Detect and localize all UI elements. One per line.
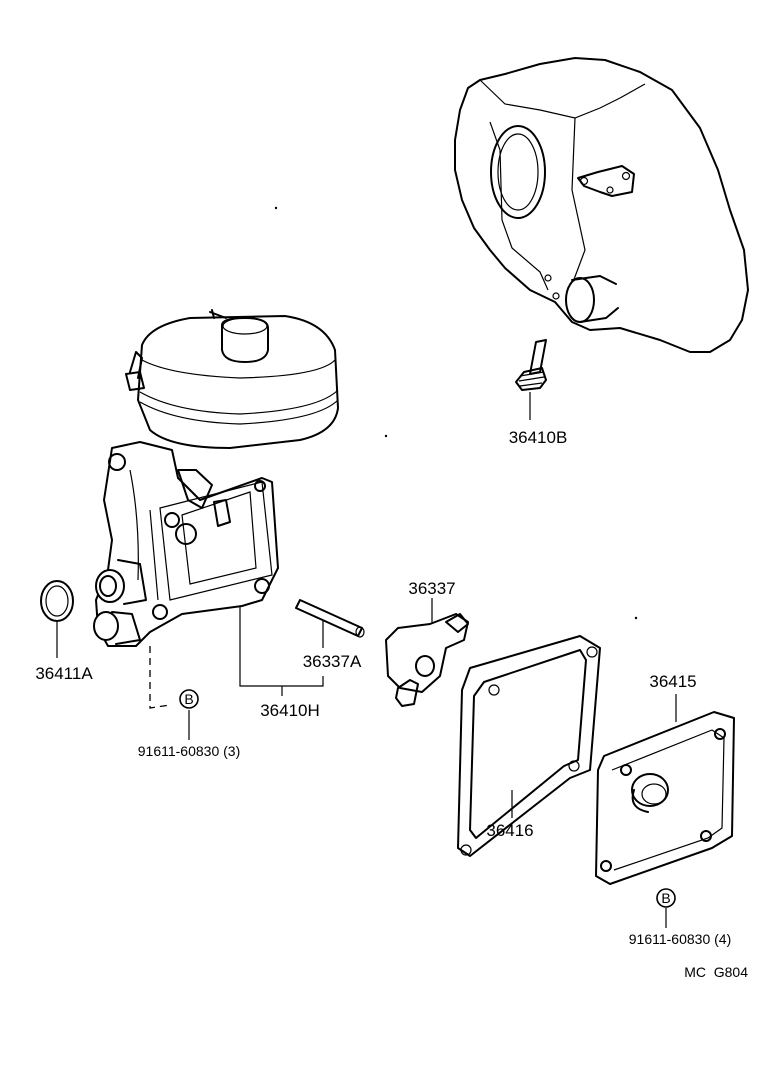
bolt-marker-left-icon: B [179,689,199,709]
transmission-case [454,57,749,353]
label-36337a: 36337A [303,652,362,671]
label-36415: 36415 [649,672,696,691]
gasket-36416 [457,635,601,857]
label-bolt-left: 91611-60830 (3) [138,743,240,759]
leader-36410h [239,606,324,696]
pump-assembly [93,309,339,647]
leader-bolt-left [149,646,190,740]
label-36410h: 36410H [260,701,320,720]
bolt-marker-right-letter: B [661,890,670,906]
pin-36337a [295,599,365,648]
bolt-marker-left-letter: B [184,691,193,707]
scan-dot [384,434,388,438]
lever-36337 [385,598,469,707]
label-bolt-right: 91611-60830 (4) [629,931,731,947]
bolt-marker-right-icon: B [656,888,676,908]
label-36337: 36337 [408,579,455,598]
cover-36415 [595,694,735,885]
scan-dot [274,206,278,210]
o-ring-36411a [40,580,74,658]
label-36416: 36416 [486,821,533,840]
label-36410b: 36410B [509,428,568,447]
plug-36410b [515,339,547,420]
label-36411a: 36411A [35,664,93,683]
figure-code: MC G804 [684,964,748,980]
scan-dot [634,616,638,620]
